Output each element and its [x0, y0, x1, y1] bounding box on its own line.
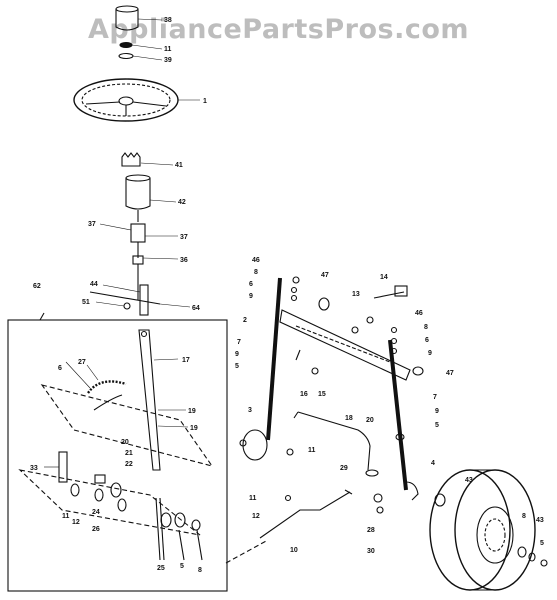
callout-10: 10 — [290, 547, 298, 554]
callout-9-right-bottom: 9 — [435, 408, 439, 415]
washer-13 — [366, 316, 374, 324]
callouts: 38 11 39 1 41 42 37 37 36 44 51 64 62 46… — [30, 17, 544, 574]
callout-2: 2 — [243, 317, 247, 324]
callout-43-top: 43 — [465, 477, 473, 484]
callout-7-left: 7 — [237, 339, 241, 346]
callout-6-right: 6 — [425, 337, 429, 344]
callout-leaders — [44, 18, 200, 468]
callout-27: 27 — [78, 359, 86, 366]
callout-17: 17 — [182, 357, 190, 364]
callout-44: 44 — [90, 281, 98, 288]
watermark-text: AppliancePartsPros.com — [87, 14, 470, 45]
callout-9-left-top: 9 — [249, 293, 253, 300]
callout-13: 13 — [352, 291, 360, 298]
callout-16: 16 — [300, 391, 308, 398]
callout-39: 39 — [164, 57, 172, 64]
callout-47-top: 47 — [321, 272, 329, 279]
callout-20: 20 — [366, 417, 374, 424]
callout-6-left: 6 — [249, 281, 253, 288]
steering-shaft-link — [89, 284, 161, 316]
callout-8-right: 8 — [424, 324, 428, 331]
callout-62: 62 — [33, 283, 41, 290]
callout-4: 4 — [431, 460, 435, 467]
callout-42: 42 — [178, 199, 186, 206]
callout-25: 25 — [157, 565, 165, 572]
callout-33: 33 — [30, 465, 38, 472]
callout-7-right: 7 — [433, 394, 437, 401]
front-axle — [279, 309, 411, 381]
inset-detail-frame — [7, 312, 269, 592]
callout-28: 28 — [367, 527, 375, 534]
callout-11: 11 — [164, 46, 172, 53]
drag-link — [259, 489, 384, 539]
callout-11-right: 11 — [308, 447, 316, 454]
callout-37-right: 37 — [180, 234, 188, 241]
callout-11-bottom: 11 — [249, 495, 257, 502]
callout-14: 14 — [380, 274, 388, 281]
callout-9-left-bottom: 9 — [235, 351, 239, 358]
callout-38: 38 — [164, 17, 172, 24]
callout-9-right-top: 9 — [428, 350, 432, 357]
callout-8-wheel: 8 — [522, 513, 526, 520]
callout-5-inset: 5 — [180, 563, 184, 570]
callout-21: 21 — [125, 450, 133, 457]
callout-26: 26 — [92, 526, 100, 533]
callout-36: 36 — [180, 257, 188, 264]
callout-5-wheel: 5 — [540, 540, 544, 547]
steering-wheel — [73, 78, 179, 122]
washer-13b — [351, 326, 359, 334]
callout-37-left: 37 — [88, 221, 96, 228]
tie-rod — [286, 411, 379, 477]
callout-41: 41 — [175, 162, 183, 169]
steering-cap-assembly — [115, 5, 139, 60]
steering-u-joint — [130, 223, 146, 300]
callout-1: 1 — [203, 98, 207, 105]
callout-22: 22 — [125, 461, 133, 468]
callout-24: 24 — [92, 509, 100, 516]
callout-43-wheel: 43 — [536, 517, 544, 524]
callout-11-inset: 11 — [62, 513, 70, 520]
callout-8-left: 8 — [254, 269, 258, 276]
callout-20-inset: 20 — [121, 439, 129, 446]
callout-19-bottom: 19 — [190, 425, 198, 432]
callout-12-inset: 12 — [72, 519, 80, 526]
spindle-assembly-right — [388, 326, 446, 507]
callout-8-inset: 8 — [198, 567, 202, 574]
wheel-hardware — [517, 546, 548, 567]
callout-5-left: 5 — [235, 363, 239, 370]
callout-30: 30 — [367, 548, 375, 555]
axle-bolt-14 — [373, 285, 408, 299]
callout-6-inset: 6 — [58, 365, 62, 372]
callout-46-left: 46 — [252, 257, 260, 264]
callout-19-top: 19 — [188, 408, 196, 415]
front-wheel — [429, 469, 536, 591]
callout-29: 29 — [340, 465, 348, 472]
callout-64: 64 — [192, 305, 200, 312]
callout-3: 3 — [248, 407, 252, 414]
callout-51: 51 — [82, 299, 90, 306]
steering-gear — [121, 152, 141, 167]
callout-15: 15 — [318, 391, 326, 398]
callout-46-right: 46 — [415, 310, 423, 317]
callout-5-right: 5 — [435, 422, 439, 429]
callout-18: 18 — [345, 415, 353, 422]
callout-12-right: 12 — [252, 513, 260, 520]
callout-47-right: 47 — [446, 370, 454, 377]
steering-column-tube — [125, 174, 151, 222]
spindle-assembly-left — [239, 276, 330, 461]
